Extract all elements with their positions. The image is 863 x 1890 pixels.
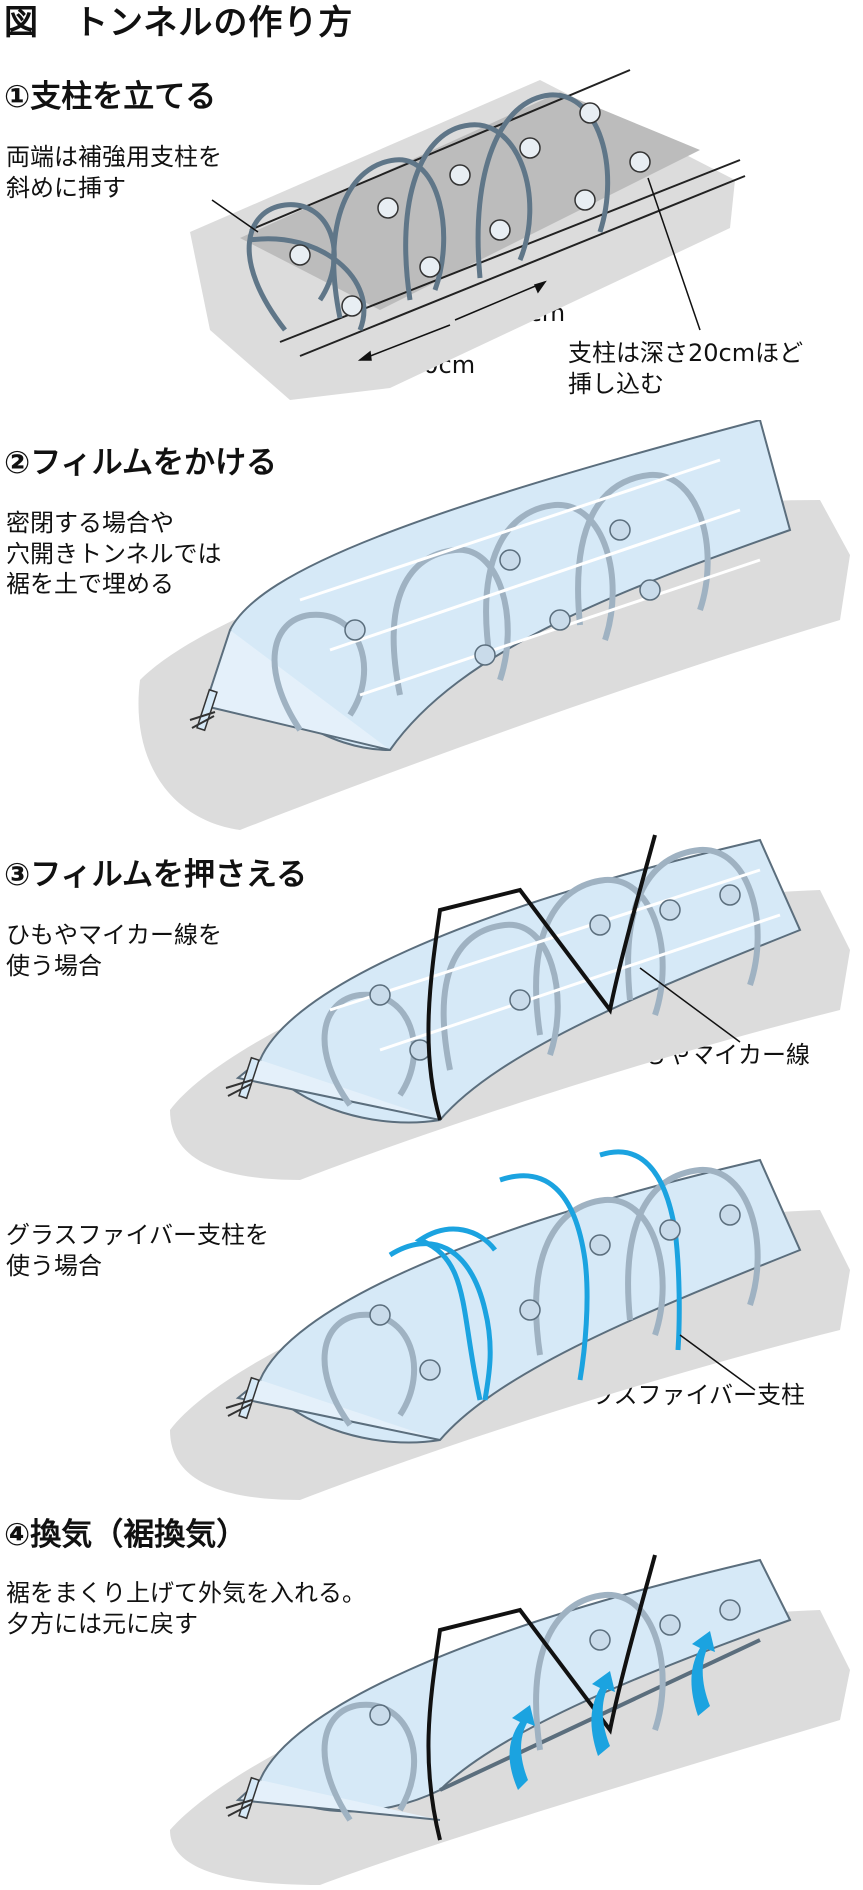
soil-clods bbox=[369, 884, 741, 1061]
vent-arrow-icon bbox=[509, 1631, 715, 1790]
string-leader bbox=[639, 967, 741, 1043]
tie-string bbox=[426, 1554, 657, 1841]
tunnel-poles bbox=[321, 1591, 666, 1822]
step2-illustration bbox=[138, 420, 850, 830]
end-stake bbox=[225, 1056, 260, 1100]
tunnel-poles bbox=[271, 471, 711, 732]
fiber-leader bbox=[679, 1334, 756, 1391]
depth-callout: 支柱は深さ20cmほど 挿し込む bbox=[568, 339, 804, 398]
step4-note: 裾をまくり上げて外気を入れる。 夕方には元に戻す bbox=[6, 1579, 366, 1638]
step2-note: 密閉する場合や 穴開きトンネルでは 裾を土で埋める bbox=[6, 509, 222, 599]
ground-bed bbox=[138, 500, 850, 830]
soil-clods bbox=[369, 1599, 741, 1726]
depth-leader bbox=[647, 177, 701, 331]
tunnel-poles bbox=[246, 92, 611, 332]
film-cover bbox=[228, 420, 792, 752]
end-stake bbox=[225, 1376, 260, 1420]
dimension-lines bbox=[357, 280, 547, 361]
tunnel-poles bbox=[321, 1166, 761, 1427]
film-highlights bbox=[329, 868, 781, 1052]
note-leader bbox=[211, 199, 259, 233]
step3-string-illustration bbox=[170, 834, 850, 1180]
step3-note-string: ひもやマイカー線を 使う場合 bbox=[6, 921, 222, 980]
step3-heading: ③フィルムを押さえる bbox=[4, 857, 308, 893]
soil-clods bbox=[289, 102, 651, 317]
soil-clods bbox=[369, 1204, 741, 1381]
step1-heading: ①支柱を立てる bbox=[4, 79, 217, 115]
step3-fiber-illustration bbox=[170, 1149, 850, 1500]
tie-string bbox=[426, 834, 657, 1121]
step3-note-fiber: グラスファイバー支柱を 使う場合 bbox=[6, 1221, 270, 1280]
glass-fiber-poles bbox=[388, 1149, 682, 1401]
end-stake bbox=[189, 688, 218, 732]
page-title: 図 トンネルの作り方 bbox=[4, 3, 354, 43]
step4-heading: ④換気（裾換気） bbox=[4, 1517, 248, 1553]
step1-illustration bbox=[190, 69, 746, 400]
step4-illustration bbox=[170, 1554, 850, 1885]
soil-clods bbox=[344, 519, 661, 666]
step1-note: 両端は補強用支柱を 斜めに挿す bbox=[6, 143, 222, 202]
step2-heading: ②フィルムをかける bbox=[4, 445, 278, 481]
end-stake bbox=[225, 1776, 260, 1820]
bed-top bbox=[240, 92, 700, 310]
